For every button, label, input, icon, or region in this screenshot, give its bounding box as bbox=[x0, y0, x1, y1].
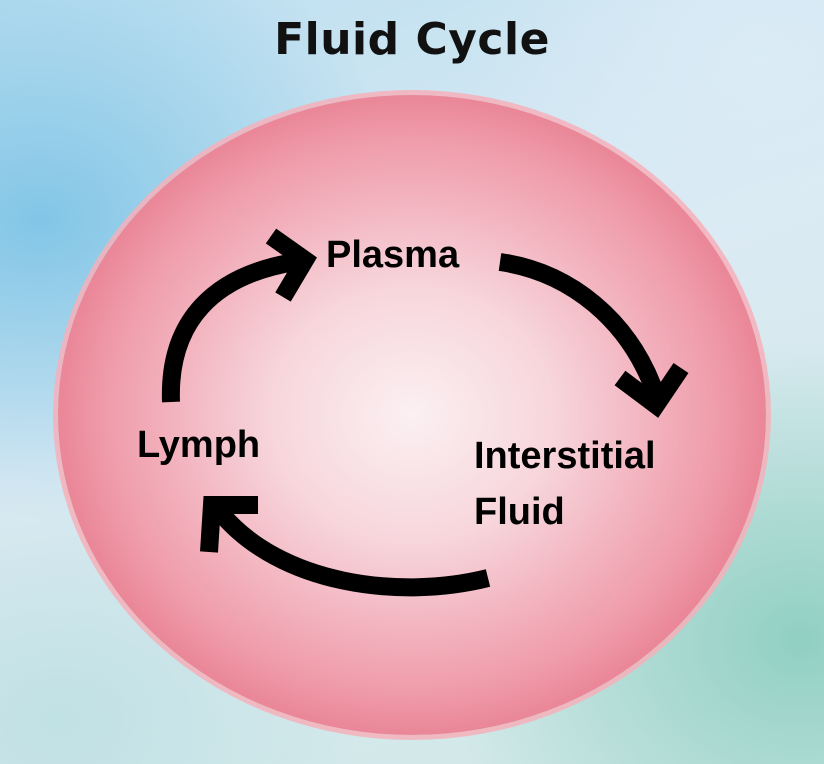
fluid-cycle-circle bbox=[58, 95, 766, 735]
arrow-lymph-to-plasma bbox=[161, 253, 297, 403]
node-interstitial-line2: Fluid bbox=[474, 491, 565, 533]
arrow-plasma-to-interstitial bbox=[498, 253, 665, 399]
arrowhead-lymph-to-plasma bbox=[265, 228, 317, 302]
node-plasma: Plasma bbox=[326, 234, 460, 276]
arrowhead-interstitial-to-lymph bbox=[200, 496, 258, 553]
node-lymph: Lymph bbox=[137, 424, 261, 466]
arrowhead-plasma-to-interstitial bbox=[614, 362, 689, 418]
node-interstitial-fluid: Interstitial Fluid bbox=[474, 428, 656, 540]
arrow-interstitial-to-lymph bbox=[213, 506, 491, 597]
diagram-title: Fluid Cycle bbox=[274, 14, 550, 65]
node-interstitial-line1: Interstitial bbox=[474, 435, 656, 477]
